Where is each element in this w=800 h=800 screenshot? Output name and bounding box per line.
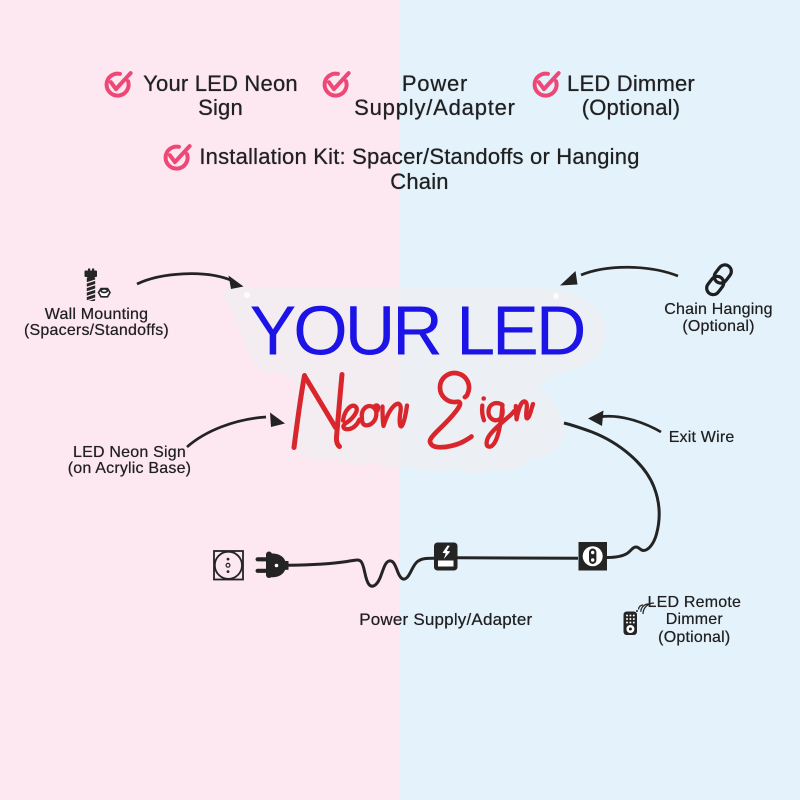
svg-text:YOUR LED: YOUR LED [250,292,584,370]
